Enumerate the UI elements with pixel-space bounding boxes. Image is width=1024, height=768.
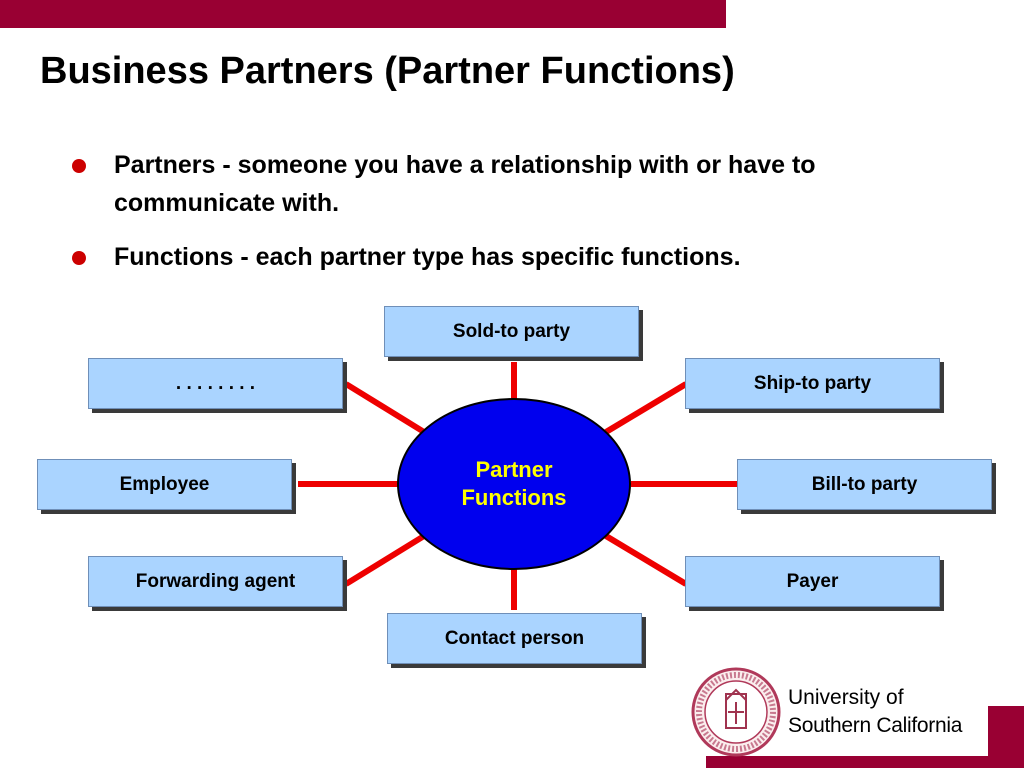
- node-ship-to-party: Ship-to party: [685, 358, 940, 409]
- node-contact-person: Contact person: [387, 613, 642, 664]
- node-sold-to-party: Sold-to party: [384, 306, 639, 357]
- node-label: Employee: [119, 473, 210, 495]
- bullet-dot-icon: [72, 251, 86, 265]
- bottom-accent-bar: [706, 756, 1024, 768]
- node-label: Sold-to party: [452, 320, 571, 342]
- hub-label-line2: Functions: [461, 485, 567, 510]
- node-bill-to-party: Bill-to party: [737, 459, 992, 510]
- node-label: Ship-to party: [753, 372, 872, 394]
- bullet-list: Partners - someone you have a relationsh…: [68, 146, 908, 292]
- node-label: Payer: [786, 570, 839, 592]
- hub-partner-functions: Partner Functions: [397, 398, 631, 570]
- university-name-line1: University of: [788, 686, 904, 709]
- node-employee: Employee: [37, 459, 292, 510]
- bullet-item: Partners - someone you have a relationsh…: [68, 146, 908, 222]
- corner-accent-block: [988, 706, 1024, 768]
- bullet-item: Functions - each partner type has specif…: [68, 238, 908, 276]
- node-label: Forwarding agent: [135, 570, 296, 592]
- bullet-dot-icon: [72, 159, 86, 173]
- bullet-text: Partners - someone you have a relationsh…: [114, 151, 816, 217]
- slide-title: Business Partners (Partner Functions): [40, 50, 735, 92]
- top-accent-bar: [0, 0, 726, 28]
- connector-more: [344, 381, 426, 435]
- connector-payer: [604, 533, 688, 587]
- hub-label-line1: Partner: [475, 457, 553, 482]
- node-label: Bill-to party: [811, 473, 918, 495]
- node-label: Contact person: [444, 627, 585, 649]
- connector-forwarding: [344, 533, 426, 587]
- university-wordmark: University of Southern California: [788, 684, 962, 740]
- node-label: . . . . . . . .: [175, 372, 256, 394]
- node-payer: Payer: [685, 556, 940, 607]
- university-seal-icon: [691, 667, 781, 757]
- bullet-text: Functions - each partner type has specif…: [114, 243, 741, 271]
- university-name-line2: Southern California: [788, 714, 963, 737]
- node-forwarding-agent: Forwarding agent: [88, 556, 343, 607]
- connector-ship-to: [604, 381, 688, 435]
- node-more-partners: . . . . . . . .: [88, 358, 343, 409]
